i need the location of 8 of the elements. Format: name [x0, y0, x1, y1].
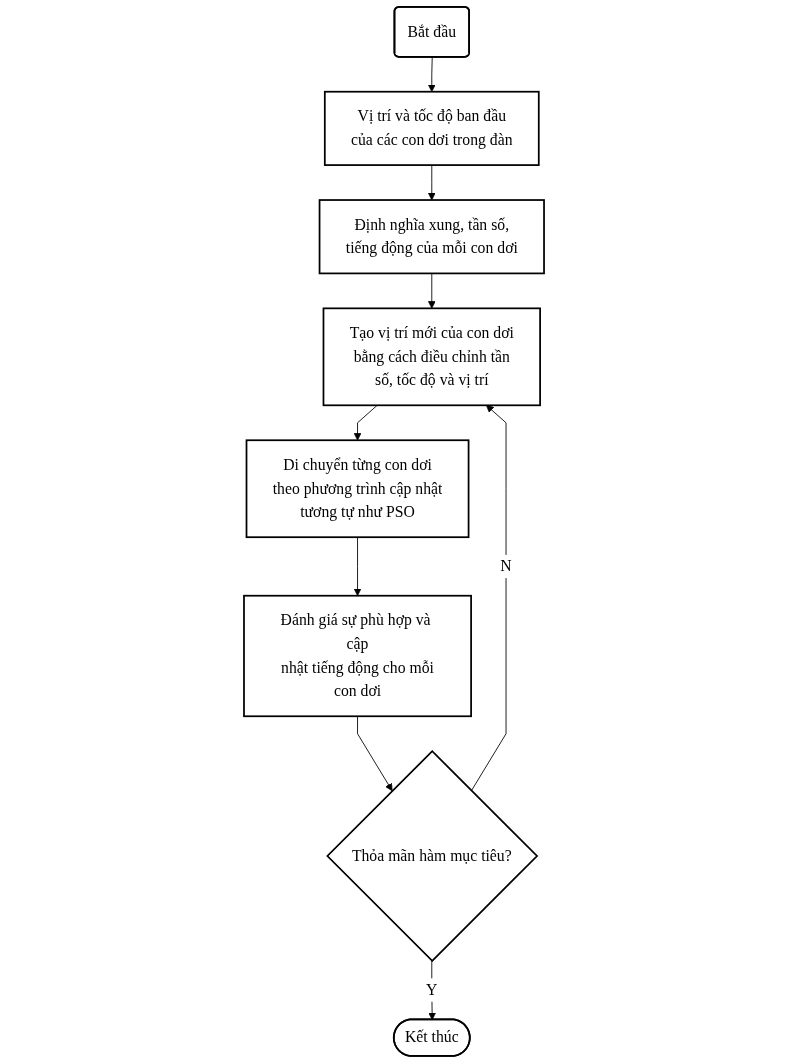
edge-label: N: [500, 557, 513, 575]
node-diamond: Thỏa mãn hàm mục tiêu?: [326, 749, 539, 963]
node-box: Tạo vị trí mới của con dơi bằng cách điều chỉnh tần số, tốc độ và vị trí: [323, 307, 542, 407]
node-box: Đánh giá sự phù hợp và cập nhật tiếng động cho mỗi con dơi: [243, 594, 473, 718]
node-box: Vị trí và tốc độ ban đầu của các con dơi trong đàn: [324, 90, 541, 166]
node-box: Di chuyển từng con dơi theo phương trình cập nhật tương tự như PSO: [246, 439, 470, 539]
node-box: Định nghĩa xung, tần số, tiếng động của mỗi con dơi: [319, 199, 546, 275]
edge-label: Y: [426, 980, 438, 999]
